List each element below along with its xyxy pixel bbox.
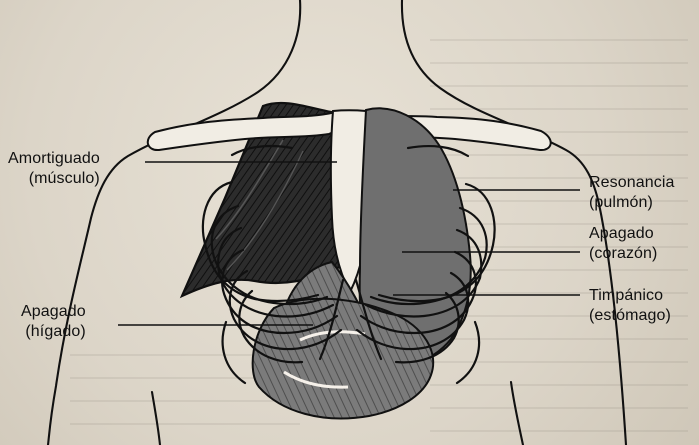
label-timpanico-text: Timpánico	[589, 286, 671, 306]
label-resonancia-pulmon: Resonancia (pulmón)	[589, 173, 675, 213]
label-amortiguado-musculo: Amortiguado (músculo)	[8, 149, 100, 189]
label-corazon-text: (corazón)	[589, 244, 657, 264]
label-musculo-text: (músculo)	[8, 169, 100, 189]
label-resonancia-text: Resonancia	[589, 173, 675, 193]
label-apagado-corazon: Apagado (corazón)	[589, 224, 657, 264]
label-higado-text: (hígado)	[21, 322, 86, 342]
label-pulmon-text: (pulmón)	[589, 193, 675, 213]
label-amortiguado-text: Amortiguado	[8, 149, 100, 169]
label-estomago-text: (estómago)	[589, 306, 671, 326]
label-apagado-text-right: Apagado	[589, 224, 657, 244]
label-apagado-text-left: Apagado	[21, 302, 86, 322]
label-timpanico-estomago: Timpánico (estómago)	[589, 286, 671, 326]
label-apagado-higado: Apagado (hígado)	[21, 302, 86, 342]
